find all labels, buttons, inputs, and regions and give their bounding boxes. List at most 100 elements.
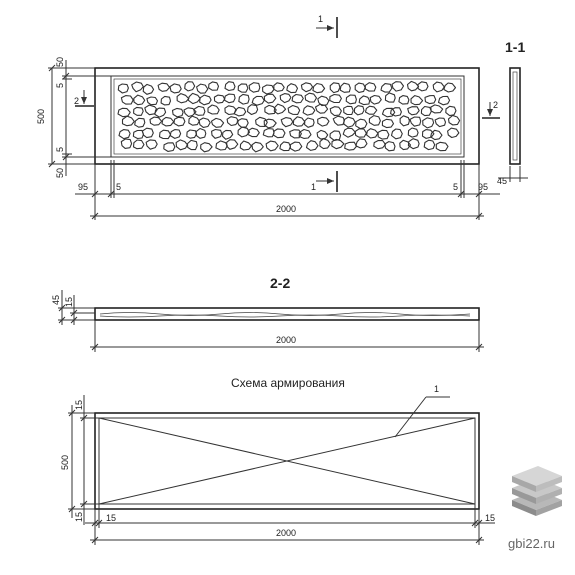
stone-shape — [161, 116, 175, 127]
stone-shape — [373, 140, 387, 150]
stone-shape — [279, 93, 292, 104]
stone-shape — [343, 116, 356, 128]
stone-shape — [141, 127, 154, 139]
stone-shape — [286, 83, 299, 94]
stone-shape — [169, 83, 182, 94]
stone-shape — [226, 139, 239, 150]
stone-shape — [117, 107, 131, 118]
stone-shape — [154, 107, 167, 118]
section-mark-bottom: 1 — [311, 171, 338, 192]
slab-outline — [94, 67, 480, 165]
stone-shape — [305, 140, 319, 151]
section-2-2-inner-label: 15 — [64, 297, 74, 307]
stone-shape — [208, 81, 220, 91]
stone-shape — [317, 95, 330, 107]
stone-shape — [304, 92, 318, 103]
watermark-text: gbi22.ru — [508, 536, 555, 551]
stone-shape — [237, 126, 251, 138]
stone-shape — [131, 81, 144, 93]
stone-shape — [142, 83, 155, 95]
stone-shape — [380, 83, 393, 93]
stone-shape — [224, 81, 236, 92]
stone-shape — [384, 141, 396, 152]
stone-shape — [133, 106, 144, 116]
stone-shape — [435, 141, 449, 152]
side-mark-right-label: 2 — [493, 100, 498, 110]
stone-shape — [215, 140, 228, 151]
stone-shape — [447, 127, 460, 139]
stone-shape — [390, 107, 402, 117]
section-1-1: 1-1 45 — [497, 39, 528, 186]
stone-shape — [160, 95, 172, 106]
stone-shape — [304, 117, 315, 128]
stone-shape — [329, 82, 341, 94]
stone-shape — [355, 138, 368, 149]
stone-shape — [173, 116, 186, 127]
section-mark-bottom-label: 1 — [311, 182, 316, 192]
stone-shape — [407, 138, 420, 150]
stone-shape — [424, 94, 437, 105]
section-2-2-label: 2-2 — [270, 275, 290, 291]
stone-shape — [410, 95, 424, 106]
stone-shape — [329, 106, 342, 117]
stone-shape — [157, 82, 171, 92]
section-1-1-label: 1-1 — [505, 39, 525, 55]
elevation-top-gap-label: 5 — [55, 83, 65, 88]
elevation-left-gap-label: 5 — [116, 182, 121, 192]
stone-shape — [353, 105, 365, 116]
stone-shape — [273, 103, 287, 115]
stone-shape — [287, 104, 301, 115]
stone-shape — [369, 94, 382, 105]
reinforcement-bottom-cover-label: 15 — [74, 512, 84, 522]
stone-shape — [195, 127, 207, 139]
stone-shape — [144, 104, 158, 116]
stone-shape — [200, 142, 213, 153]
elevation-height-dimensions: 500 50 5 5 50 — [36, 57, 111, 178]
reinforcement-left-cover-label: 15 — [106, 513, 116, 523]
stone-shape — [437, 95, 451, 106]
elevation-top-margin-label: 50 — [55, 57, 65, 67]
stone-panel-inner-frame — [113, 78, 462, 155]
stone-shape — [364, 82, 377, 92]
stone-shape — [406, 80, 420, 92]
stone-shape — [158, 129, 172, 140]
stone-shape — [377, 129, 390, 140]
stone-shape — [263, 93, 277, 104]
stone-pattern — [117, 80, 461, 153]
reinforcement-length-label: 2000 — [276, 528, 296, 538]
stone-shape — [207, 104, 220, 115]
stone-shape — [368, 115, 381, 126]
reinforcement-view: Схема армирования 1 500 15 15 15 15 2000 — [60, 376, 495, 545]
stone-shape — [183, 107, 197, 118]
stone-shape — [430, 129, 443, 141]
stone-shape — [430, 104, 444, 114]
section-2-2-thickness-label: 45 — [51, 295, 61, 305]
stone-shape — [120, 95, 134, 105]
stone-shape — [381, 118, 395, 129]
stone-shape — [342, 127, 356, 138]
stone-shape — [354, 82, 366, 93]
stone-shape — [238, 93, 250, 105]
stone-shape — [445, 105, 457, 117]
stone-shape — [187, 92, 201, 105]
stone-shape — [239, 140, 252, 151]
stone-shape — [302, 105, 316, 116]
reinforcement-right-cover-label: 15 — [485, 513, 495, 523]
section-1-1-thickness: 45 — [497, 176, 507, 186]
stone-shape — [236, 118, 249, 128]
stone-shape — [262, 84, 275, 95]
stone-shape — [213, 94, 226, 104]
stone-shape — [171, 107, 184, 118]
stone-shape — [421, 129, 435, 139]
stone-shape — [364, 105, 378, 115]
stone-shape — [132, 139, 145, 150]
stone-shape — [289, 141, 303, 152]
stone-shape — [399, 139, 412, 151]
stone-shape — [176, 93, 190, 104]
stone-shape — [251, 95, 265, 106]
stone-shape — [169, 129, 182, 139]
stone-shape — [221, 129, 234, 140]
reinforcement-top-cover-label: 15 — [74, 400, 84, 410]
stone-shape — [247, 127, 260, 138]
